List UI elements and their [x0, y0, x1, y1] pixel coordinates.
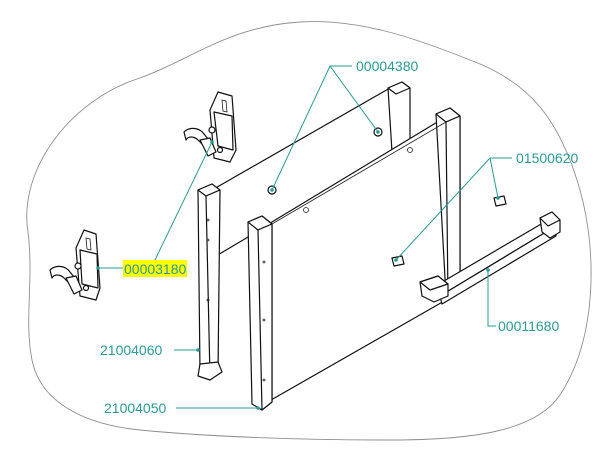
label-00003180[interactable]: 00003180 [124, 261, 187, 277]
leader-21004060 [174, 348, 200, 352]
inner-panel [197, 81, 411, 381]
label-00004380[interactable]: 00004380 [356, 58, 419, 74]
leader-01500620 [394, 157, 512, 262]
hinge-bottom [49, 229, 101, 301]
leader-00011680 [486, 268, 496, 327]
door-handle [419, 211, 561, 305]
label-01500620[interactable]: 01500620 [516, 150, 579, 166]
highlight-box [123, 260, 187, 277]
label-00011680[interactable]: 00011680 [498, 318, 559, 334]
leader-21004050 [176, 406, 260, 410]
hinge-top [183, 91, 237, 163]
label-21004060[interactable]: 21004060 [100, 342, 163, 358]
label-21004050[interactable]: 21004050 [104, 400, 167, 416]
leader-00003180 [96, 140, 214, 270]
leader-00004380 [270, 65, 380, 192]
